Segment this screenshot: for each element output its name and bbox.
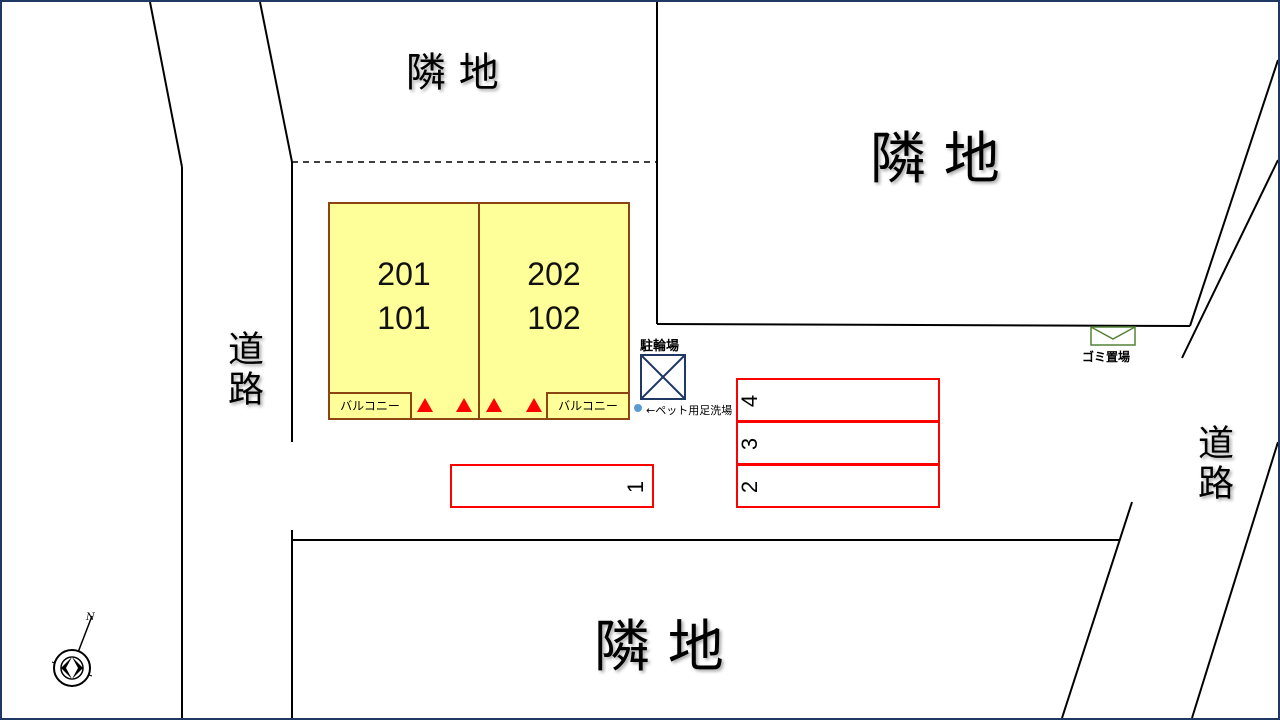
entrance-marker (486, 398, 502, 412)
road-left-edge-inner-top (259, 2, 293, 163)
entrance-marker (526, 398, 542, 412)
pet-wash-dot-icon (634, 404, 642, 412)
road-right-edge-outer-bottom (1191, 441, 1278, 718)
unit-201-101: 201 101 (328, 202, 480, 420)
neighbor-bottom-label: 隣 地 (594, 615, 724, 680)
unit-upper-number: 202 (527, 256, 581, 292)
bike-parking-label: 駐輪場 (640, 339, 680, 354)
parking-stall-2: 2 (736, 464, 940, 508)
pet-wash-label: ←ペット用足洗場 (646, 404, 733, 417)
neighbor-top-right-label: 隣 地 (870, 127, 1000, 192)
road-right-label: 道路 (1192, 424, 1233, 504)
unit-lower-number: 102 (527, 300, 581, 336)
parking-stall-number: 1 (623, 480, 649, 494)
parking-stall-number: 4 (737, 394, 763, 408)
balcony-right: バルコニー (546, 392, 630, 420)
road-right-edge-inner-top (1189, 59, 1278, 327)
compass-north-label: N (85, 612, 96, 623)
entrance-marker (456, 398, 472, 412)
north-compass-icon: N (51, 612, 96, 687)
neighbor-top-label: 隣 地 (406, 50, 499, 96)
bike-parking-icon (640, 354, 686, 400)
neighbor-top-right-edge-bottom (656, 323, 1191, 327)
parking-stall-number: 2 (737, 480, 763, 494)
unit-upper-number: 201 (377, 256, 431, 292)
balcony-left: バルコニー (328, 392, 412, 420)
road-right-edge-outer-top (1181, 159, 1278, 359)
parking-stall-number: 3 (737, 437, 763, 451)
unit-202-102: 202 102 (478, 202, 630, 420)
road-right-edge-inner-bottom (1061, 501, 1133, 718)
entrance-marker (417, 398, 433, 412)
parking-stall-3: 3 (736, 421, 940, 465)
parking-stall-1: 1 (450, 464, 654, 508)
parking-stall-4: 4 (736, 378, 940, 422)
garbage-icon (1090, 326, 1136, 346)
unit-lower-number: 101 (377, 300, 431, 336)
road-left-label: 道路 (222, 330, 263, 410)
garbage-label: ゴミ置場 (1082, 350, 1131, 364)
road-left-edge-outer-top (149, 2, 183, 168)
